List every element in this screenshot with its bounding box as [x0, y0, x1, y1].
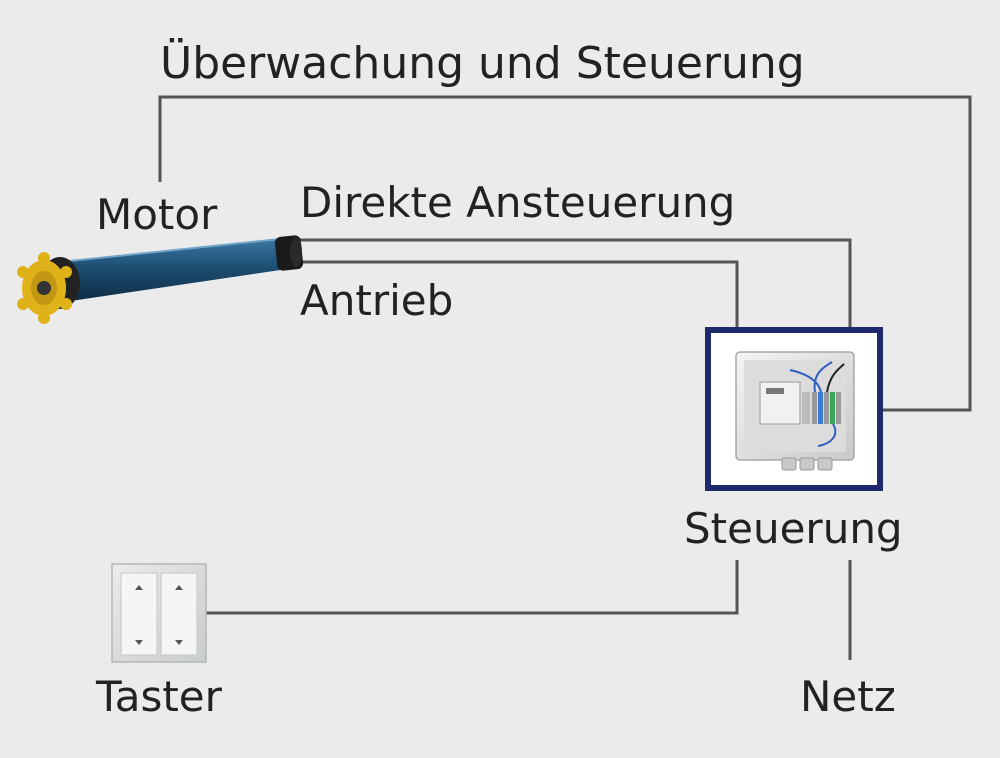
mains-label: Netz — [800, 672, 896, 721]
tubular-motor-icon — [17, 235, 304, 324]
button-line — [205, 560, 739, 615]
direct-control-label: Direkte Ansteuerung — [300, 178, 736, 227]
monitoring-label: Überwachung und Steuerung — [160, 38, 805, 89]
drive-line — [296, 260, 739, 330]
motor-label: Motor — [96, 190, 218, 239]
drive-label: Antrieb — [300, 276, 454, 325]
monitoring-line — [158, 95, 972, 412]
control-box-icon — [705, 327, 883, 491]
wall-switch-icon — [111, 563, 207, 663]
direct-control-line — [296, 238, 852, 330]
controller-label: Steuerung — [684, 504, 903, 553]
button-label: Taster — [96, 672, 222, 721]
